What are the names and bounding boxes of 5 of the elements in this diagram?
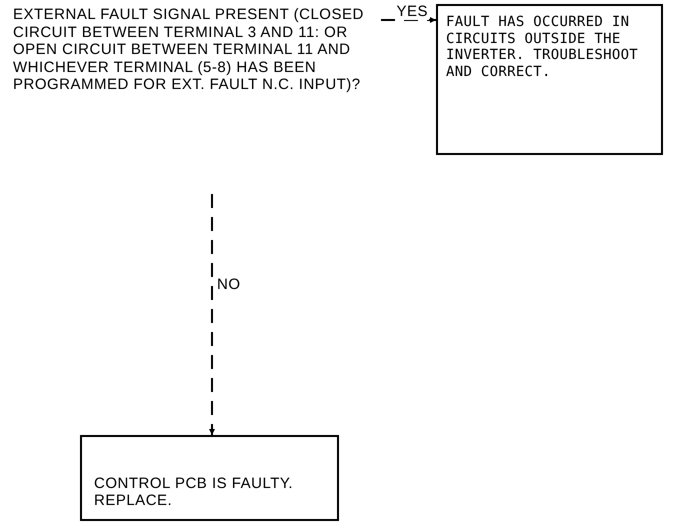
- dashed-arrow: [381, 17, 436, 23]
- process-box: FAULT HAS OCCURRED IN CIRCUITS OUTSIDE THE INVERTER. TROUBLESHOOT AND CORRECT.: [436, 4, 663, 155]
- dashed-arrow: [209, 194, 215, 435]
- process-box: CONTROL PCB IS FAULTY. REPLACE.: [80, 435, 339, 521]
- edge-label: YES: [396, 3, 430, 20]
